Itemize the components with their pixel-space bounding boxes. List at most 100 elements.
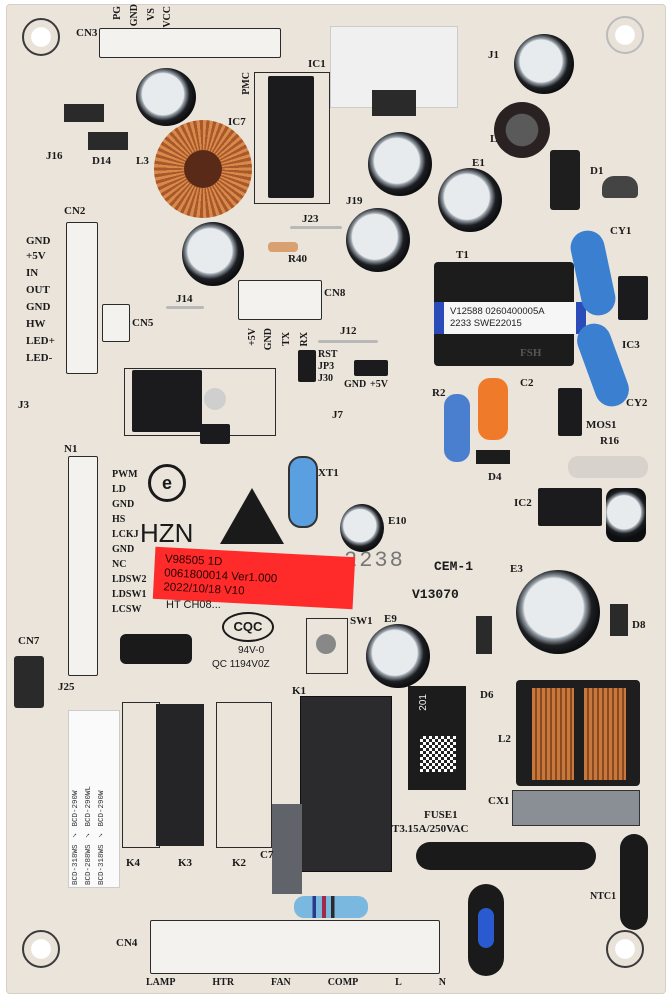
cn3-pin-gnd: GND	[129, 4, 140, 27]
cn4-connector	[150, 920, 440, 974]
cn3-connector	[99, 28, 281, 58]
regulator-to220	[132, 370, 202, 432]
cn7-label: CN7	[18, 635, 40, 647]
cn2-pin-led-plus: LED+	[26, 335, 55, 347]
debug-pin-rx: RX	[299, 332, 310, 347]
n1-pin-ldsw2: LDSW2	[112, 574, 147, 585]
relay-k1-side	[272, 804, 302, 894]
ic1-chip	[268, 76, 314, 198]
capacitor-e4	[514, 34, 574, 94]
pmc-label: PMC	[241, 72, 252, 95]
debug-pin-tx: TX	[281, 332, 292, 346]
diode-d4	[476, 450, 510, 464]
resistor-r2	[444, 394, 470, 462]
ic1-label: IC1	[308, 58, 326, 70]
chip-label-text: 201	[418, 694, 429, 711]
n1-pin-pwm: PWM	[112, 469, 138, 480]
choke-winding-right	[584, 688, 626, 780]
brand-hzn: HZN	[140, 518, 194, 548]
k4-label: K4	[126, 857, 141, 869]
n1-pin-lcsw: LCSW	[112, 604, 142, 615]
jumper-j14	[166, 306, 204, 309]
j30-label: J30	[318, 373, 333, 384]
cn3-pin-vcc: VCC	[162, 6, 173, 28]
mounting-hole-top-left	[22, 18, 60, 56]
e-mark-logo-icon: e	[148, 464, 186, 502]
jp3-header	[298, 350, 316, 382]
cn4-pin-htr: HTR	[212, 977, 235, 988]
diode-d14	[88, 132, 128, 150]
cn2-pin-labels: GND +5V IN OUT GND HW LED+ LED-	[26, 236, 55, 364]
cn2-pin-hw: HW	[26, 318, 46, 330]
c7-label: C7	[260, 849, 274, 861]
l2-label: L2	[498, 733, 511, 745]
model-strip-col1: BCD-318WS ✓ BCD-290W	[69, 711, 82, 887]
x-capacitor-cx1	[512, 790, 640, 826]
e3-label: E3	[510, 563, 523, 575]
j16-label: J16	[46, 150, 63, 162]
d8-label: D8	[632, 619, 646, 631]
cn2-connector	[66, 222, 98, 374]
relay-k4-outline	[122, 702, 160, 848]
n1-pin-gnd: GND	[112, 499, 135, 510]
e9-label: E9	[384, 613, 397, 625]
esd-warning-icon	[220, 488, 284, 544]
switch-sw1-button	[316, 634, 336, 654]
thermistor-to92	[602, 176, 638, 198]
ic7-label: IC7	[228, 116, 246, 128]
transformer-label: V12588 0260400005A 2233 SWE22015	[434, 302, 586, 334]
resistor-r40	[268, 242, 298, 252]
d4-label: D4	[488, 471, 502, 483]
cn2-pin-led-minus: LED-	[26, 352, 53, 364]
j3-label: J3	[18, 399, 29, 411]
diode-d8	[610, 604, 628, 636]
n1-connector	[68, 456, 98, 676]
inductor-l	[494, 102, 550, 158]
mosfet-mos1	[558, 388, 582, 436]
n1-pin-ldsw1: LDSW1	[112, 589, 147, 600]
jp3-label: JP3	[318, 361, 335, 372]
capacitor-e9	[366, 624, 430, 688]
j1-label: J1	[488, 49, 499, 61]
pcb-board: CN3 PG GND VS VCC PMC IC1 IC7 D14 J16 L3…	[6, 4, 666, 994]
k3-label: K3	[178, 857, 193, 869]
capacitor-e-mid	[346, 208, 410, 272]
n1-pin-gnd2: GND	[112, 544, 135, 555]
capacitor-e1	[438, 168, 502, 232]
n1-label: N1	[64, 443, 78, 455]
model-strip: BCD-318WS ✓ BCD-290W BCD-288WS ✓ BCD-290…	[68, 710, 120, 888]
relay-k2-outline	[216, 702, 272, 848]
capacitor-e3-bulk	[516, 570, 600, 654]
j7-label: J7	[332, 409, 343, 421]
capacitor-e11	[120, 634, 192, 664]
capacitor-near-ic2	[606, 488, 646, 542]
diode-d1	[550, 150, 580, 210]
transformer-label-line2: 2233 SWE22015	[450, 318, 522, 329]
xt1-label: XT1	[318, 467, 339, 479]
ntc-thermistor	[620, 834, 648, 930]
ic1-outline	[254, 72, 330, 204]
capacitor-top-left	[136, 68, 196, 126]
ht-text: HT CH08...	[166, 599, 221, 611]
ntc1-label: NTC1	[590, 891, 617, 902]
capacitor-e10	[340, 504, 384, 552]
cn4-pin-n: N	[438, 977, 446, 988]
transformer-fsh: FSH	[520, 347, 542, 359]
l-label: L	[490, 133, 498, 145]
regulator-screw	[204, 388, 226, 410]
chip-label-line1: 201	[418, 694, 429, 711]
cn7-connector	[14, 656, 44, 708]
capacitor-orange	[478, 378, 508, 440]
cn4-pin-labels: LAMP HTR FAN COMP L N	[146, 978, 446, 988]
board-material: CEM-1	[434, 559, 474, 574]
jp-gnd: GND	[344, 379, 367, 390]
varistor-blue-center	[478, 908, 494, 948]
cn2-pin-gnd: GND	[26, 235, 51, 247]
mounting-hole-top-right	[606, 16, 644, 54]
k1-label: K1	[292, 685, 307, 697]
jp3-rst: RST	[318, 349, 338, 360]
board-code: V13070	[412, 587, 459, 602]
cn3-label: CN3	[76, 27, 98, 39]
sw1-label: SW1	[350, 615, 373, 627]
d14-label: D14	[92, 155, 111, 167]
